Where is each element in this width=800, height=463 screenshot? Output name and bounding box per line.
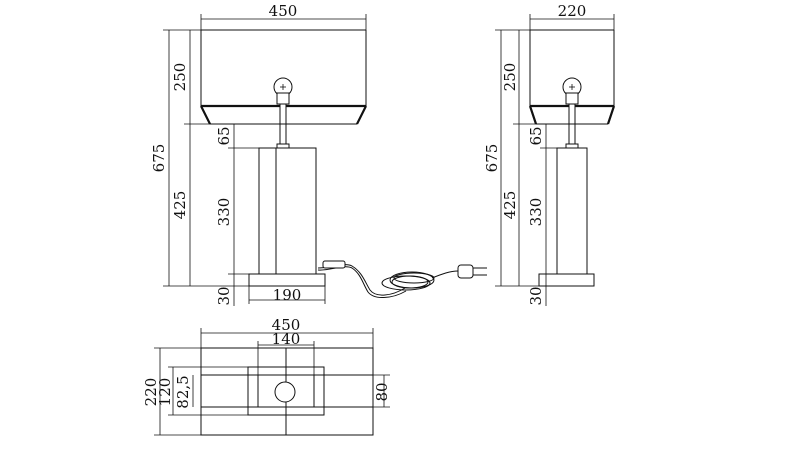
front-total-height-label: 675 [150, 144, 168, 173]
side-body-height-label: 330 [527, 198, 545, 227]
side-body [556, 147, 588, 275]
top-plinth-offset-label: 82,5 [174, 375, 192, 408]
side-total-height-label: 675 [483, 144, 501, 173]
front-plinth-height-label: 30 [215, 286, 233, 305]
side-neck-rod [565, 103, 579, 149]
top-view: 450 140 220 120 82,5 80 [142, 316, 391, 436]
side-base-to-shade-label: 425 [501, 191, 519, 220]
front-neck-label: 65 [215, 126, 233, 145]
front-bulb [273, 77, 293, 105]
front-base-to-shade-label: 425 [171, 191, 189, 220]
front-neck-rod [276, 103, 290, 149]
front-body [258, 147, 317, 275]
side-plinth [538, 273, 595, 287]
side-shade-width-label: 220 [558, 2, 587, 20]
front-plinth [248, 273, 326, 287]
front-view: 450 250 675 425 65 330 30 190 [150, 2, 487, 306]
top-overall-width-label: 450 [272, 316, 301, 334]
front-body-height-label: 330 [215, 198, 233, 227]
side-bulb [562, 77, 582, 105]
top-body-depth-label: 120 [156, 378, 174, 407]
front-dimensions [163, 14, 367, 306]
top-dimensions [154, 328, 390, 436]
front-shade-width-label: 450 [269, 2, 298, 20]
top-socket [274, 381, 296, 403]
front-shade-height-label: 250 [171, 63, 189, 92]
top-body-width-label: 140 [272, 330, 301, 348]
side-view: 220 250 675 425 65 330 30 [483, 2, 616, 306]
side-dimensions [495, 14, 615, 306]
side-shade [528, 29, 616, 125]
front-plinth-width-label: 190 [273, 286, 302, 304]
plug [457, 264, 474, 279]
top-body-inner-label: 80 [373, 382, 391, 401]
power-cord [317, 260, 487, 298]
inline-switch [322, 260, 346, 269]
side-shade-height-label: 250 [501, 63, 519, 92]
side-neck-label: 65 [527, 126, 545, 145]
top-overall-depth-label: 220 [142, 378, 160, 407]
side-plinth-height-label: 30 [527, 286, 545, 305]
top-shade-outline [200, 347, 374, 436]
